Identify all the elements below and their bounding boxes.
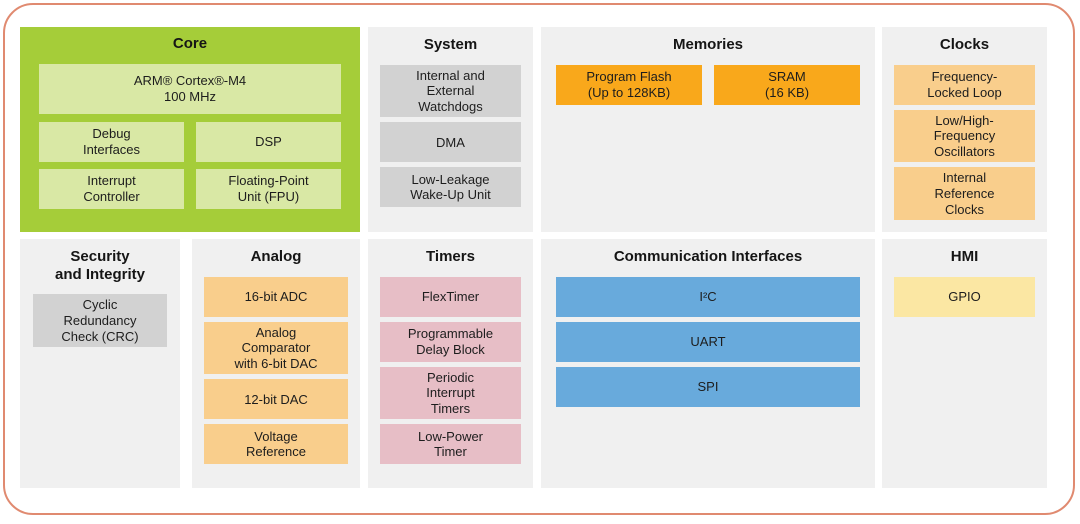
block-dsp: DSP bbox=[196, 121, 341, 162]
block-sram: SRAM (16 KB) bbox=[714, 64, 860, 105]
block-internal-reference-clocks: Internal Reference Clocks bbox=[894, 167, 1035, 221]
section-security-and-integrity: Security and Integrity Cyclic Redundancy… bbox=[20, 239, 180, 488]
section-title-clocks: Clocks bbox=[939, 36, 990, 53]
section-title-analog: Analog bbox=[250, 248, 302, 265]
block-12-bit-dac: 12-bit DAC bbox=[204, 379, 348, 420]
section-title-communication-interfaces: Communication Interfaces bbox=[613, 248, 803, 265]
clocks-block-stack: Frequency- Locked Loop Low/High- Frequen… bbox=[894, 64, 1035, 221]
block-low-high-frequency-oscillators: Low/High- Frequency Oscillators bbox=[894, 109, 1035, 163]
block-cyclic-redundancy-check: Cyclic Redundancy Check (CRC) bbox=[33, 294, 167, 348]
section-analog: Analog 16-bit ADC Analog Comparator with… bbox=[192, 239, 360, 488]
block-program-flash: Program Flash (Up to 128KB) bbox=[556, 64, 702, 105]
block-frequency-locked-loop: Frequency- Locked Loop bbox=[894, 64, 1035, 105]
system-block-stack: Internal and External Watchdogs DMA Low-… bbox=[380, 64, 521, 208]
block-low-leakage-wake-up-unit: Low-Leakage Wake-Up Unit bbox=[380, 167, 521, 208]
section-title-hmi: HMI bbox=[950, 248, 979, 265]
section-title-security: Security and Integrity bbox=[54, 248, 145, 283]
timers-block-stack: FlexTimer Programmable Delay Block Perio… bbox=[380, 276, 521, 465]
section-timers: Timers FlexTimer Programmable Delay Bloc… bbox=[368, 239, 533, 488]
block-gpio: GPIO bbox=[894, 276, 1035, 317]
communication-block-stack: I²C UART SPI bbox=[556, 276, 860, 407]
block-periodic-interrupt-timers: Periodic Interrupt Timers bbox=[380, 366, 521, 420]
block-analog-comparator: Analog Comparator with 6-bit DAC bbox=[204, 321, 348, 375]
hmi-block-stack: GPIO bbox=[894, 276, 1035, 317]
block-arm-cortex-m4: ARM® Cortex®-M4 100 MHz bbox=[39, 63, 341, 114]
memories-block-row: Program Flash (Up to 128KB) SRAM (16 KB) bbox=[556, 64, 860, 105]
section-title-core: Core bbox=[172, 35, 208, 52]
block-i2c: I²C bbox=[556, 276, 860, 317]
block-internal-external-watchdogs: Internal and External Watchdogs bbox=[380, 64, 521, 118]
section-system: System Internal and External Watchdogs D… bbox=[368, 27, 533, 232]
block-interrupt-controller: Interrupt Controller bbox=[39, 168, 184, 209]
section-title-memories: Memories bbox=[672, 36, 744, 53]
block-voltage-reference: Voltage Reference bbox=[204, 424, 348, 465]
block-uart: UART bbox=[556, 321, 860, 362]
block-floating-point-unit: Floating-Point Unit (FPU) bbox=[196, 168, 341, 209]
section-memories: Memories Program Flash (Up to 128KB) SRA… bbox=[541, 27, 875, 232]
block-programmable-delay-block: Programmable Delay Block bbox=[380, 321, 521, 362]
block-spi: SPI bbox=[556, 366, 860, 407]
section-communication-interfaces: Communication Interfaces I²C UART SPI bbox=[541, 239, 875, 488]
block-debug-interfaces: Debug Interfaces bbox=[39, 121, 184, 162]
section-title-timers: Timers bbox=[426, 248, 475, 265]
section-core: Core ARM® Cortex®-M4 100 MHz Debug Inter… bbox=[20, 27, 360, 232]
diagram-border bbox=[3, 3, 1075, 515]
core-block-grid: Debug Interfaces DSP Interrupt Controlle… bbox=[39, 121, 341, 209]
security-block-stack: Cyclic Redundancy Check (CRC) bbox=[33, 294, 167, 348]
section-hmi: HMI GPIO bbox=[882, 239, 1047, 488]
section-clocks: Clocks Frequency- Locked Loop Low/High- … bbox=[882, 27, 1047, 232]
block-low-power-timer: Low-Power Timer bbox=[380, 424, 521, 465]
analog-block-stack: 16-bit ADC Analog Comparator with 6-bit … bbox=[204, 276, 348, 465]
block-16-bit-adc: 16-bit ADC bbox=[204, 276, 348, 317]
block-flextimer: FlexTimer bbox=[380, 276, 521, 317]
block-dma: DMA bbox=[380, 122, 521, 163]
section-title-system: System bbox=[423, 36, 478, 53]
